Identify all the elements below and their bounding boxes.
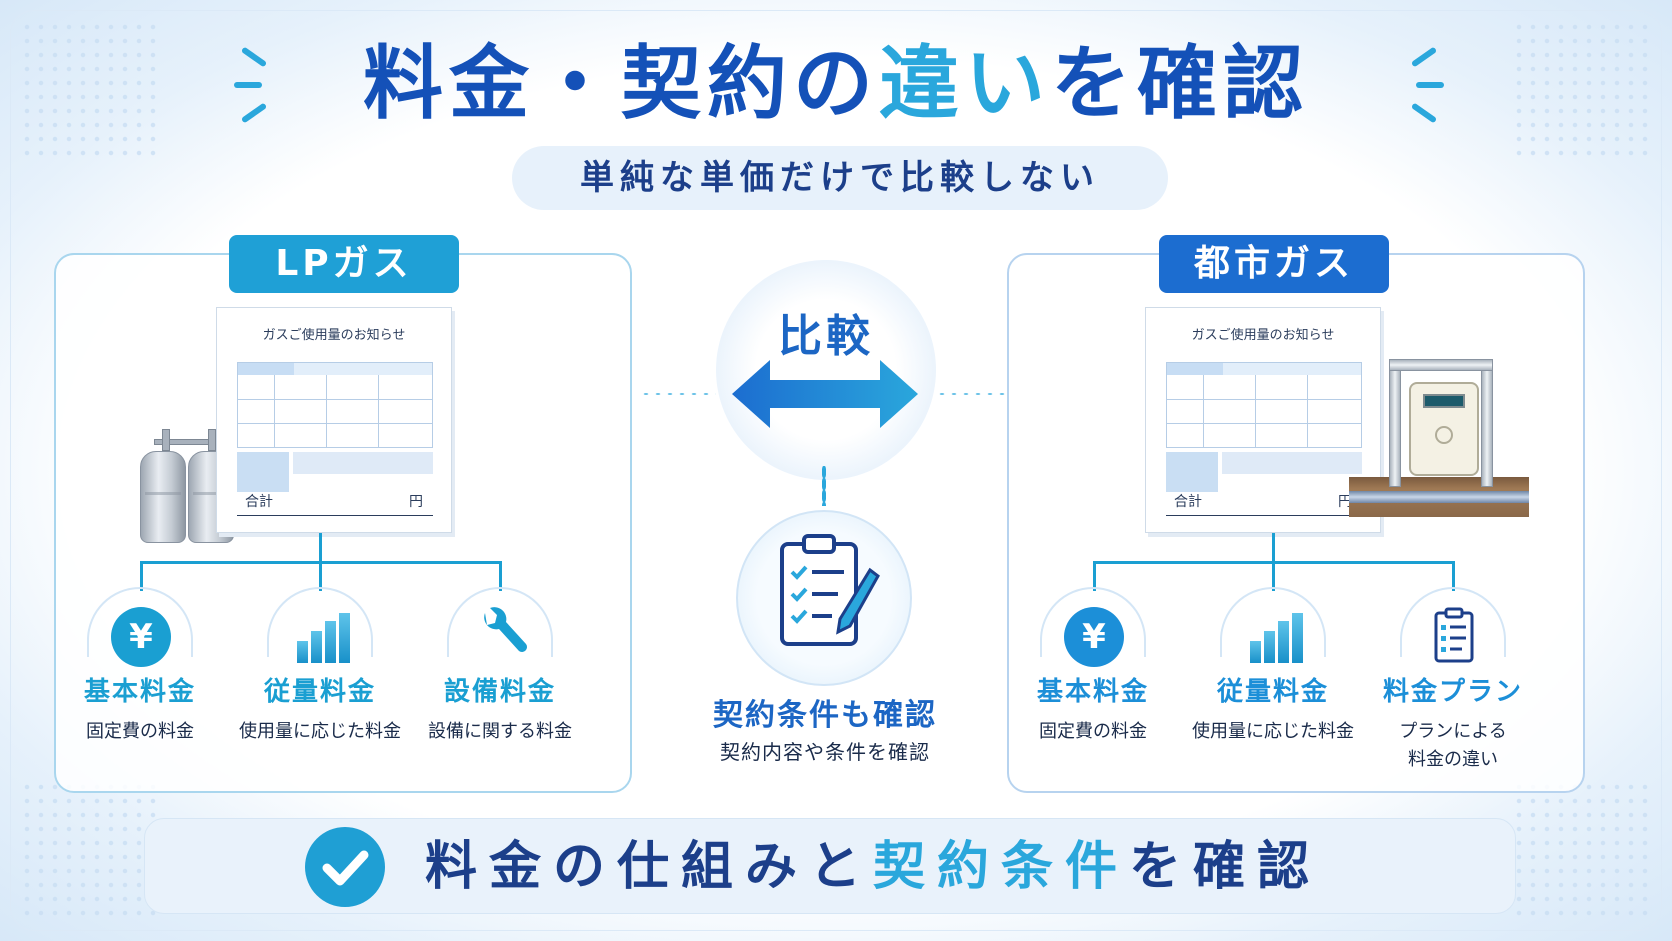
clipboard-circle	[736, 510, 912, 686]
dotted-connector	[822, 466, 826, 506]
title-part3: を確認	[1051, 37, 1309, 130]
connector	[1272, 533, 1275, 561]
ground-pipe-icon	[1349, 477, 1529, 517]
valve-icon	[146, 425, 232, 455]
dot-pattern	[20, 20, 160, 160]
checkmark-icon	[305, 827, 385, 907]
feature-basic-fee: ¥ 基本料金 固定費の料金	[1003, 587, 1183, 746]
banner-part2: 契約条件	[873, 837, 1130, 897]
sparkle-left-icon	[234, 46, 274, 126]
yen-icon: ¥	[111, 607, 171, 667]
bottom-banner: 料金の仕組みと契約条件を確認	[144, 818, 1516, 914]
feature-basic-fee: ¥ 基本料金 固定費の料金	[50, 587, 230, 746]
banner-part1: 料金の仕組みと	[425, 837, 874, 897]
clipboard-icon	[780, 534, 880, 646]
frame	[10, 10, 1662, 931]
gas-cylinder-icon	[140, 451, 186, 543]
feature-rate-plan: 料金プラン プランによる 料金の違い	[1363, 587, 1543, 774]
feature-desc: 使用量に応じた料金	[239, 721, 401, 742]
banner-part3: を確認	[1129, 837, 1322, 897]
dot-pattern	[1512, 20, 1652, 160]
contract-desc: 契約内容や条件を確認	[720, 740, 930, 764]
wrench-icon	[471, 607, 531, 663]
feature-desc: 固定費の料金	[1039, 721, 1147, 742]
bill-title: ガスご使用量のお知らせ	[1191, 328, 1335, 343]
banner-text: 料金の仕組みと契約条件を確認	[425, 819, 1321, 915]
feature-desc-line2: 料金の違い	[1408, 749, 1498, 770]
feature-name: 基本料金	[83, 677, 196, 707]
city-gas-label: 都市ガス	[1159, 235, 1389, 293]
feature-name: 基本料金	[1036, 677, 1149, 707]
feature-name: 従量料金	[1216, 677, 1329, 707]
bill-total-label: 合計	[1174, 494, 1202, 510]
feature-desc: 固定費の料金	[86, 721, 194, 742]
dot-pattern	[20, 780, 160, 920]
dotted-connector	[640, 392, 716, 396]
feature-name: 従量料金	[263, 677, 376, 707]
gas-bill: ガスご使用量のお知らせ 合計 円	[216, 307, 452, 533]
gas-bill: ガスご使用量のお知らせ 合計 円	[1145, 307, 1381, 533]
feature-usage-fee: 従量料金 使用量に応じた料金	[1183, 587, 1363, 746]
bar-chart-icon	[1244, 607, 1304, 663]
bill-unit: 円	[1338, 494, 1352, 510]
dotted-connector	[936, 392, 1006, 396]
contract-title: 契約条件も確認	[713, 698, 937, 733]
feature-equipment-fee: 設備料金 設備に関する料金	[410, 587, 590, 746]
feature-name: 料金プラン	[1382, 677, 1523, 707]
bill-table	[1166, 362, 1362, 448]
compare-label: 比較	[778, 311, 874, 362]
pipe-icon	[1481, 367, 1493, 487]
feature-desc: プランによる 料金の違い	[1363, 718, 1543, 774]
city-gas-panel: 都市ガス ガスご使用量のお知らせ 合計 円 ¥ 基本料金 固定費の料金	[1007, 235, 1585, 793]
dot-pattern	[1512, 780, 1652, 920]
bar-chart-icon	[291, 607, 351, 663]
page-title: 料金・契約の違いを確認	[0, 34, 1672, 134]
sparkle-right-icon	[1404, 46, 1444, 126]
yen-icon: ¥	[1064, 607, 1124, 667]
pipe-icon	[1389, 367, 1401, 487]
clipboard-icon	[1424, 607, 1484, 663]
title-part2: 違い	[879, 37, 1051, 130]
pipe-icon	[1389, 359, 1493, 371]
compare-circle	[716, 260, 936, 480]
gas-meter-icon	[1409, 382, 1479, 476]
bill-title: ガスご使用量のお知らせ	[262, 328, 406, 343]
double-arrow-icon	[732, 360, 918, 428]
feature-desc-line1: プランによる	[1399, 721, 1507, 742]
bill-table	[237, 362, 433, 448]
feature-name: 設備料金	[443, 677, 556, 707]
bill-total-label: 合計	[245, 494, 273, 510]
title-part1: 料金・契約の	[363, 37, 879, 130]
lp-gas-label: LPガス	[229, 235, 459, 293]
lp-gas-panel: LPガス ガスご使用量のお知らせ 合計 円 ¥ 基本料金 固定費の料金	[54, 235, 632, 793]
connector	[319, 533, 322, 561]
feature-desc: 使用量に応じた料金	[1192, 721, 1354, 742]
feature-usage-fee: 従量料金 使用量に応じた料金	[230, 587, 410, 746]
bill-unit: 円	[409, 494, 423, 510]
feature-desc: 設備に関する料金	[428, 721, 572, 742]
subtitle: 単純な単価だけで比較しない	[512, 146, 1168, 210]
